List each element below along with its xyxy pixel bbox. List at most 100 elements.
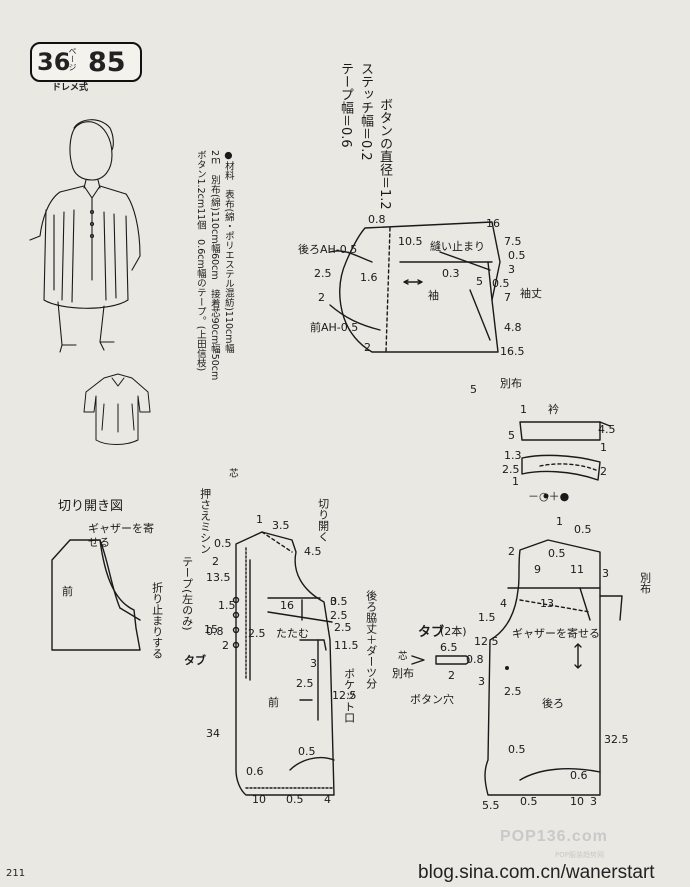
- cut-front-label: 前: [62, 585, 73, 598]
- sleeve-dim: 0.3: [442, 267, 460, 280]
- materials-line-2: 2ｍ 別布(綿)110cm幅60cm 接着芯90cm幅50cm: [208, 150, 220, 381]
- front-armhole-label: 前AH-0.5: [310, 321, 359, 334]
- tab-pattern: [411, 655, 470, 665]
- sleeve-dim: 0.5: [492, 277, 510, 290]
- back-label: 後ろ: [542, 697, 564, 710]
- front-dim: 2.5: [334, 621, 352, 634]
- sleeve-dim: 10.5: [398, 235, 423, 248]
- materials-line-3: ボタン1.2cm11個 0.6cm幅のテープ。(上田信枝): [194, 150, 206, 372]
- sleeve-dim: 3: [508, 263, 515, 276]
- back-dim: 3: [602, 567, 609, 580]
- sleeve-dim: 7.5: [504, 235, 522, 248]
- sleeve-dim: 16.5: [500, 345, 525, 358]
- dart-note-label: 後ろ脇丈＋ダーツ分: [364, 590, 378, 689]
- front-dim: 4.5: [304, 545, 322, 558]
- back-armhole-label: 後ろAH-0.5: [298, 243, 358, 256]
- tab-fabric-label: 別布: [392, 667, 414, 680]
- page-reference-badge: 36 ページ 85: [30, 42, 142, 82]
- back-dim: 0.5: [548, 547, 566, 560]
- tab-title: タブ: [418, 625, 445, 640]
- cut-diagram: [51, 539, 141, 651]
- back-dim: 11: [570, 563, 584, 576]
- back-dim: 5.5: [482, 799, 500, 812]
- back-dim: 1: [556, 515, 563, 528]
- sleeve-extra-fabric: 別布: [500, 377, 522, 390]
- tab-count: (2本): [440, 625, 467, 638]
- model-illustration: [29, 119, 141, 353]
- front-dim: 1.5: [218, 599, 236, 612]
- front-dim: 0.5: [286, 793, 304, 806]
- page-number-badge: 85: [88, 47, 126, 78]
- tab-dim: 6.5: [440, 641, 458, 654]
- back-extra-fabric: 別布: [638, 572, 652, 594]
- tab-dim: 0.8: [466, 653, 484, 666]
- collar-title: 衿: [548, 403, 559, 416]
- front-pressing-label: 押さえミシン: [198, 488, 212, 554]
- sleeve-dim: 16: [486, 217, 500, 230]
- back-bodice-pattern: [484, 539, 623, 796]
- stitch-width-note: ステッチ幅＝0.2: [357, 62, 373, 161]
- method-label: ドレメ式: [52, 83, 89, 93]
- front-dim: 2.5: [248, 627, 266, 640]
- page-label: ページ: [68, 47, 77, 71]
- front-dim: 2: [222, 639, 229, 652]
- tab-interfacing-label: 芯: [398, 651, 408, 662]
- back-dim: 13: [540, 597, 554, 610]
- collar-dim: 1.3: [504, 449, 522, 462]
- back-dim: 10: [570, 795, 584, 808]
- front-dim: 2.5: [296, 677, 314, 690]
- front-tape-label: テープ(左のみ): [180, 556, 194, 631]
- front-dim: 3: [310, 657, 317, 670]
- model-number: 36: [37, 48, 71, 76]
- watermark-logo: POP136.com: [500, 828, 608, 845]
- sleeve-dim: 5: [476, 275, 483, 288]
- front-dim: 10: [252, 793, 266, 806]
- watermark-subtitle: POP服装趋势网: [555, 851, 604, 859]
- sleeve-title: 袖: [428, 289, 439, 302]
- back-view-illustration: [83, 373, 151, 445]
- collar-dim: 4.5: [598, 423, 616, 436]
- collar-dim: 1: [600, 441, 607, 454]
- front-dim: 13.5: [206, 571, 231, 584]
- back-dim: 3: [590, 795, 597, 808]
- sleeve-stop-label: 縫い止まり: [430, 240, 485, 253]
- back-dim: 9: [534, 563, 541, 576]
- pocket-opening-label: ポケット口: [342, 668, 356, 723]
- back-gather-label: ギャザーを寄せる: [512, 627, 600, 640]
- buttonhole-label: ボタン穴: [410, 693, 454, 706]
- back-dim: 2.5: [504, 685, 522, 698]
- front-dim: 3: [330, 595, 337, 608]
- sleeve-dim: 2: [364, 341, 371, 354]
- collar-pattern: [519, 421, 611, 481]
- front-dim: 3.5: [272, 519, 290, 532]
- front-interfacing-label: 芯: [226, 468, 238, 478]
- materials-line-1: ●材料 表布(綿・ポリエステル混紡)110cm幅: [222, 150, 234, 354]
- tab-dim: 2: [448, 669, 455, 682]
- front-dim: 2.5: [330, 609, 348, 622]
- collar-dim: 2: [600, 465, 607, 478]
- front-dim: 0.5: [330, 595, 348, 608]
- cut-diagram-title: 切り開き図: [58, 499, 124, 514]
- front-bodice-pattern: [232, 531, 335, 796]
- back-dim: 2: [508, 545, 515, 558]
- button-diameter-note: ボタンの直径＝1.2: [376, 98, 392, 210]
- collar-dim: 1: [512, 475, 519, 488]
- collar-dim: 1: [520, 403, 527, 416]
- collar-symbol: －○＋●: [528, 490, 570, 503]
- front-dim: 2: [212, 555, 219, 568]
- cut-fold-label: 折り止まりする: [150, 582, 164, 659]
- front-tuck-label: たたむ: [276, 627, 309, 640]
- front-dim: 0.5: [214, 537, 232, 550]
- sleeve-dim: 5: [470, 383, 477, 396]
- back-dim: 0.5: [508, 743, 526, 756]
- front-dim: 0.6: [246, 765, 264, 778]
- front-dim: 0.8: [206, 625, 224, 638]
- front-dim: 16: [280, 599, 294, 612]
- back-dim: 0.5: [520, 795, 538, 808]
- tape-width-note: テープ幅＝0.6: [337, 62, 353, 148]
- back-dim: 0.5: [574, 523, 592, 536]
- sleeve-dim: 2: [318, 291, 325, 304]
- back-dim: 1.5: [478, 611, 496, 624]
